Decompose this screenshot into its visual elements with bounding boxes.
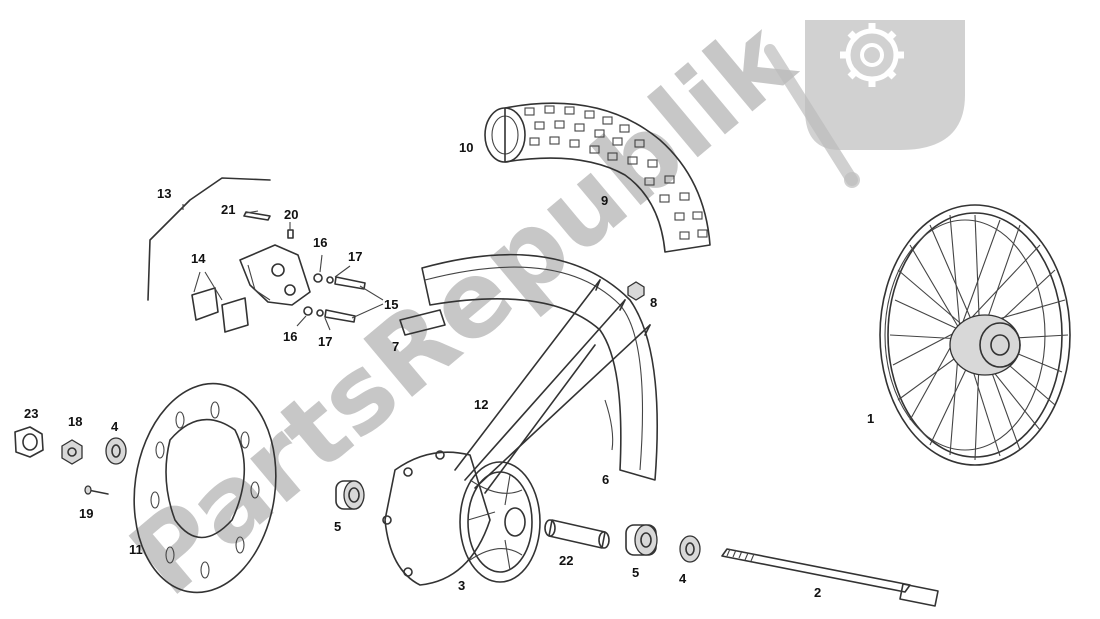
leader-lines xyxy=(182,204,384,331)
callout-label: 21 xyxy=(221,202,235,217)
callout-label: 23 xyxy=(24,406,38,421)
brake-caliper xyxy=(239,244,311,306)
watermark: PartsRepublik xyxy=(108,0,965,619)
callout-label: 20 xyxy=(284,207,298,222)
gear-icon xyxy=(764,20,965,188)
bearing xyxy=(335,480,365,510)
callout-label: 6 xyxy=(602,472,609,487)
callout-labels: 1 2 3 4 4 5 5 6 7 8 9 10 11 12 13 14 15 … xyxy=(24,140,874,600)
callout-label: 16 xyxy=(283,329,297,344)
callout-label: 18 xyxy=(68,414,82,429)
callout-label: 4 xyxy=(679,571,687,586)
spokes xyxy=(454,279,651,494)
disc-screw xyxy=(84,485,109,495)
callout-label: 17 xyxy=(348,249,362,264)
caliper-bolt xyxy=(303,306,356,323)
callout-label: 8 xyxy=(650,295,657,310)
callout-label: 12 xyxy=(474,397,488,412)
wheel-assembly xyxy=(879,204,1071,466)
callout-label: 5 xyxy=(334,519,341,534)
hex-nut xyxy=(61,439,83,465)
tyre xyxy=(484,102,711,253)
axle xyxy=(721,548,939,607)
spacer-ring xyxy=(679,535,701,563)
wheel-hub xyxy=(382,450,541,586)
spacer-tube xyxy=(544,519,610,549)
nut xyxy=(627,281,645,301)
callout-label: 19 xyxy=(79,506,93,521)
brake-pads xyxy=(191,287,249,333)
callout-label: 14 xyxy=(191,251,206,266)
callout-label: 3 xyxy=(458,578,465,593)
callout-label: 17 xyxy=(318,334,332,349)
brake-cable xyxy=(147,177,271,301)
watermark-text: PartsRepublik xyxy=(108,0,817,619)
spacer-ring xyxy=(105,437,127,465)
callout-label: 10 xyxy=(459,140,473,155)
callout-label: 15 xyxy=(384,297,398,312)
callout-label: 4 xyxy=(111,419,119,434)
bearing xyxy=(625,524,658,556)
tyre-tread xyxy=(524,105,708,240)
callout-label: 2 xyxy=(814,585,821,600)
callout-label: 9 xyxy=(601,193,608,208)
caliper-bolt xyxy=(313,273,366,290)
callout-label: 7 xyxy=(392,339,399,354)
retaining-pin xyxy=(243,211,271,221)
cap-nut xyxy=(14,426,44,458)
brake-disc xyxy=(133,382,277,594)
bleed-screw xyxy=(287,229,294,239)
callout-label: 13 xyxy=(157,186,171,201)
callout-label: 16 xyxy=(313,235,327,250)
callout-label: 11 xyxy=(129,542,143,557)
callout-label: 22 xyxy=(559,553,573,568)
callout-label: 1 xyxy=(867,411,874,426)
callout-label: 5 xyxy=(632,565,639,580)
